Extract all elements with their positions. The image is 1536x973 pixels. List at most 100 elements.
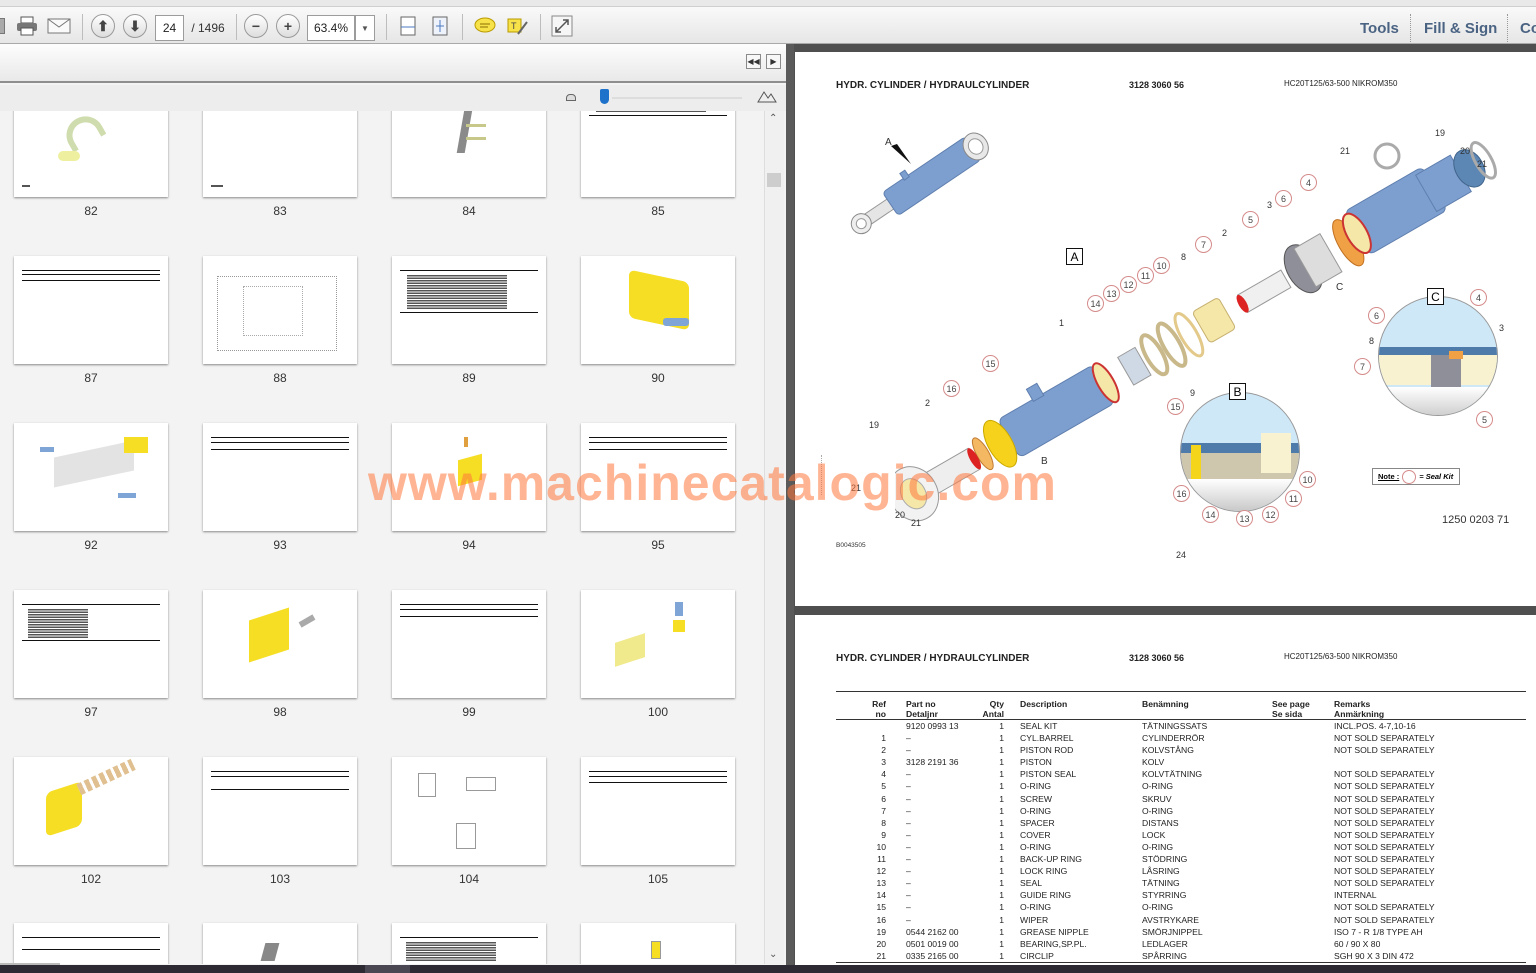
page-thumbnail[interactable] xyxy=(14,256,168,364)
page-down-icon[interactable]: ⬇ xyxy=(123,14,147,38)
cell-rem: NOT SOLD SEPARATELY xyxy=(1334,805,1435,816)
page-thumbnail[interactable] xyxy=(203,590,357,698)
page-thumbnail[interactable] xyxy=(203,111,357,197)
small-thumbnail-icon[interactable] xyxy=(566,94,576,101)
cell-rem: NOT SOLD SEPARATELY xyxy=(1334,733,1435,744)
thumbnail-label: 98 xyxy=(273,705,287,719)
page-thumbnail[interactable] xyxy=(581,923,735,964)
zoom-dropdown-chevron-icon[interactable]: ▼ xyxy=(355,15,375,41)
print-icon[interactable] xyxy=(14,14,40,38)
zoom-in-icon[interactable]: + xyxy=(276,14,300,38)
part-ref-8: 8 xyxy=(1181,252,1187,262)
part-number: 3128 3060 56 xyxy=(1129,653,1185,663)
detail-b-section xyxy=(1180,392,1300,512)
cell-ben: SPÅRRING xyxy=(1142,950,1187,961)
cell-ben: KOLV xyxy=(1142,757,1165,768)
col-remarks: Remarks xyxy=(1334,699,1371,709)
cell-see xyxy=(1270,865,1332,877)
label-a: A xyxy=(885,137,892,148)
cell-desc: COVER xyxy=(1020,829,1051,840)
save-icon[interactable] xyxy=(0,14,6,38)
page-number: 24 xyxy=(1176,550,1187,560)
thumbnail-size-slider[interactable] xyxy=(612,97,742,99)
cell-qty: 1 xyxy=(999,902,1004,913)
col-ref: Ref xyxy=(872,699,886,709)
horizontal-scrollbar[interactable] xyxy=(0,963,60,965)
seal-kit-legend: Note : = Seal Kit xyxy=(1372,468,1460,485)
slider-handle[interactable] xyxy=(600,89,609,104)
thumbnail-vertical-scrollbar[interactable]: ⌃ ⌄ xyxy=(764,111,784,964)
email-icon[interactable] xyxy=(45,14,73,38)
cell-part: – xyxy=(906,841,911,852)
cell-ben: SMÖRJNIPPEL xyxy=(1142,926,1203,937)
tab-comment[interactable]: Co xyxy=(1520,20,1536,37)
page-thumbnail[interactable] xyxy=(392,423,546,531)
page-thumbnail[interactable] xyxy=(581,757,735,865)
cell-part: – xyxy=(906,829,911,840)
page-thumbnail[interactable] xyxy=(581,423,735,531)
page-thumbnail[interactable] xyxy=(392,923,546,964)
page-thumbnail[interactable] xyxy=(392,111,546,197)
thumbnail-label: 85 xyxy=(651,204,665,218)
thumbnail-label: 88 xyxy=(273,371,287,385)
page-thumbnail[interactable] xyxy=(581,590,735,698)
fit-page-icon[interactable] xyxy=(428,14,452,38)
large-thumbnail-icon[interactable] xyxy=(757,89,777,103)
comment-icon[interactable] xyxy=(472,14,498,38)
scroll-up-chevron-icon[interactable]: ⌃ xyxy=(769,113,778,124)
page-thumbnail[interactable] xyxy=(203,256,357,364)
highlight-icon[interactable]: T xyxy=(504,14,530,38)
zoom-out-icon[interactable]: − xyxy=(244,14,268,38)
page-thumbnail[interactable] xyxy=(14,111,168,197)
part-number: 3128 3060 56 xyxy=(1129,80,1185,90)
page-thumbnail[interactable] xyxy=(392,256,546,364)
cell-desc: WIPER xyxy=(1020,914,1049,925)
fit-width-icon[interactable] xyxy=(396,14,420,38)
cell-desc: PISTON ROD xyxy=(1020,745,1074,756)
zoom-level-input[interactable]: 63.4% xyxy=(307,15,355,41)
cell-ref: 21 xyxy=(876,950,886,961)
cell-ben: TÄTNING xyxy=(1142,878,1180,889)
thumbnail-label: 84 xyxy=(462,204,476,218)
part-ref-19: 19 xyxy=(1435,128,1446,138)
cell-see xyxy=(1270,744,1332,756)
page-thumbnail[interactable] xyxy=(14,590,168,698)
part-ref-2: 2 xyxy=(1222,228,1228,238)
seal-circle-icon xyxy=(1402,469,1417,484)
scroll-down-chevron-icon[interactable]: ⌄ xyxy=(769,949,778,960)
page-thumbnail[interactable] xyxy=(14,923,168,964)
part-ref-1: 1 xyxy=(1059,318,1065,328)
page-thumbnail[interactable] xyxy=(392,590,546,698)
expand-panel-icon[interactable]: ▶ xyxy=(766,54,781,69)
part-ref-19: 19 xyxy=(869,420,880,430)
page-thumbnail[interactable] xyxy=(203,923,357,964)
cell-rem xyxy=(1332,756,1526,768)
page-thumbnail[interactable] xyxy=(203,423,357,531)
cell-ben: O-RING xyxy=(1142,902,1174,913)
cell-see xyxy=(1270,926,1332,938)
page-thumbnail[interactable] xyxy=(203,757,357,865)
cell-part: 0335 2165 00 xyxy=(906,950,959,961)
page-thumbnail[interactable] xyxy=(14,757,168,865)
cell-part: – xyxy=(906,769,911,780)
fullscreen-icon[interactable] xyxy=(550,14,574,38)
page-thumbnail[interactable] xyxy=(392,757,546,865)
tab-fill-sign[interactable]: Fill & Sign xyxy=(1424,20,1498,37)
page-thumbnail[interactable] xyxy=(581,111,735,197)
page-thumbnail[interactable] xyxy=(14,423,168,531)
page-thumbnail[interactable] xyxy=(581,256,735,364)
tab-tools[interactable]: Tools xyxy=(1360,20,1399,37)
panel-splitter[interactable] xyxy=(786,44,794,973)
col-qty: Qty xyxy=(989,699,1004,709)
page-up-icon[interactable]: ⬆ xyxy=(91,14,115,38)
page-number-input[interactable]: 24 xyxy=(155,15,184,41)
collapse-panel-icon[interactable]: ◀◀ xyxy=(746,54,761,69)
scrollbar-thumb[interactable] xyxy=(767,173,781,187)
